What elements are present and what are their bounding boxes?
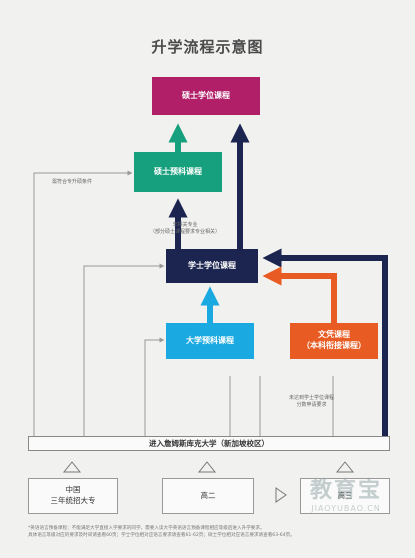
watermark-url: JIAOYUBAO.CN <box>311 504 381 513</box>
source-grade3-label: 高三 <box>337 490 353 500</box>
triangle-grade2 <box>197 461 217 473</box>
source-china-line2: 三年统招大专 <box>50 496 96 505</box>
connector-entry-to-bachelor <box>83 263 165 436</box>
triangle-grade3 <box>335 461 355 473</box>
note-diploma-line2: 分数申请要求 <box>296 402 327 408</box>
bachelor-degree-label: 学士学位课程 <box>188 260 236 270</box>
source-grade2: 高二 <box>162 478 254 514</box>
foundation-label: 大学预科课程 <box>186 335 234 345</box>
arrow-right-to-bachelor <box>262 248 388 436</box>
footnote: *英语语言预备课程：不能满足大学直接入学要求的同学，需要入读大学英语语言预备课程… <box>28 526 390 540</box>
note-diploma-line1: 未达到学士学位课程 <box>289 395 335 401</box>
diploma-label-line2: （本科衔接课程） <box>302 341 366 350</box>
master-degree-label: 硕士学位课程 <box>182 90 230 100</box>
watermark-main: 教育宝 <box>309 478 382 503</box>
entry-bar: 进入詹姆斯库克大学（新加坡校区） <box>28 436 390 451</box>
connector-entry-to-foundation <box>144 337 165 436</box>
foundation-box: 大学预科课程 <box>166 323 254 359</box>
source-grade3: 高三 <box>300 478 390 514</box>
note-related-line2: （部分硕士课程要求专业相关） <box>150 229 221 235</box>
triangle-china <box>62 461 82 473</box>
master-degree-box: 硕士学位课程 <box>152 77 260 115</box>
diploma-label-line1: 文凭课程 <box>318 330 350 340</box>
page-title: 升学流程示意图 <box>151 38 264 56</box>
note-related-major: 非相关专业 （部分硕士课程要求专业相关） <box>150 222 220 236</box>
arrow-diploma-to-bachelor <box>262 266 337 323</box>
bachelor-degree-box: 学士学位课程 <box>166 249 258 283</box>
note-any-major: 需符合专升硕条件 <box>52 179 93 185</box>
note-diploma-requirement: 未达到学士学位课程 分数申请要求 <box>289 395 334 409</box>
footnote-line1: *英语语言预备课程：不能满足大学直接入学要求的同学，需要入读大学英语语言预备课程… <box>28 526 265 531</box>
footnote-line2: 具体语言等级对应的要求及时间请查看60页；学士学位相对应语言要求请查看61-62… <box>28 532 295 538</box>
diploma-box: 文凭课程 （本科衔接课程） <box>290 323 378 359</box>
source-grade2-label: 高二 <box>200 490 216 500</box>
premaster-box: 硕士预科课程 <box>134 152 222 192</box>
source-china-college: 中国 三年统招大专 <box>28 478 118 514</box>
triangle-grade3-side <box>275 487 287 503</box>
connector-china-to-premaster <box>33 170 133 436</box>
source-china-line1: 中国 <box>65 485 81 495</box>
note-related-line1: 非相关专业 <box>172 222 198 228</box>
premaster-label: 硕士预科课程 <box>154 166 202 176</box>
watermark-logo: 教育宝 JIAOYUBAO.CN <box>280 478 412 528</box>
